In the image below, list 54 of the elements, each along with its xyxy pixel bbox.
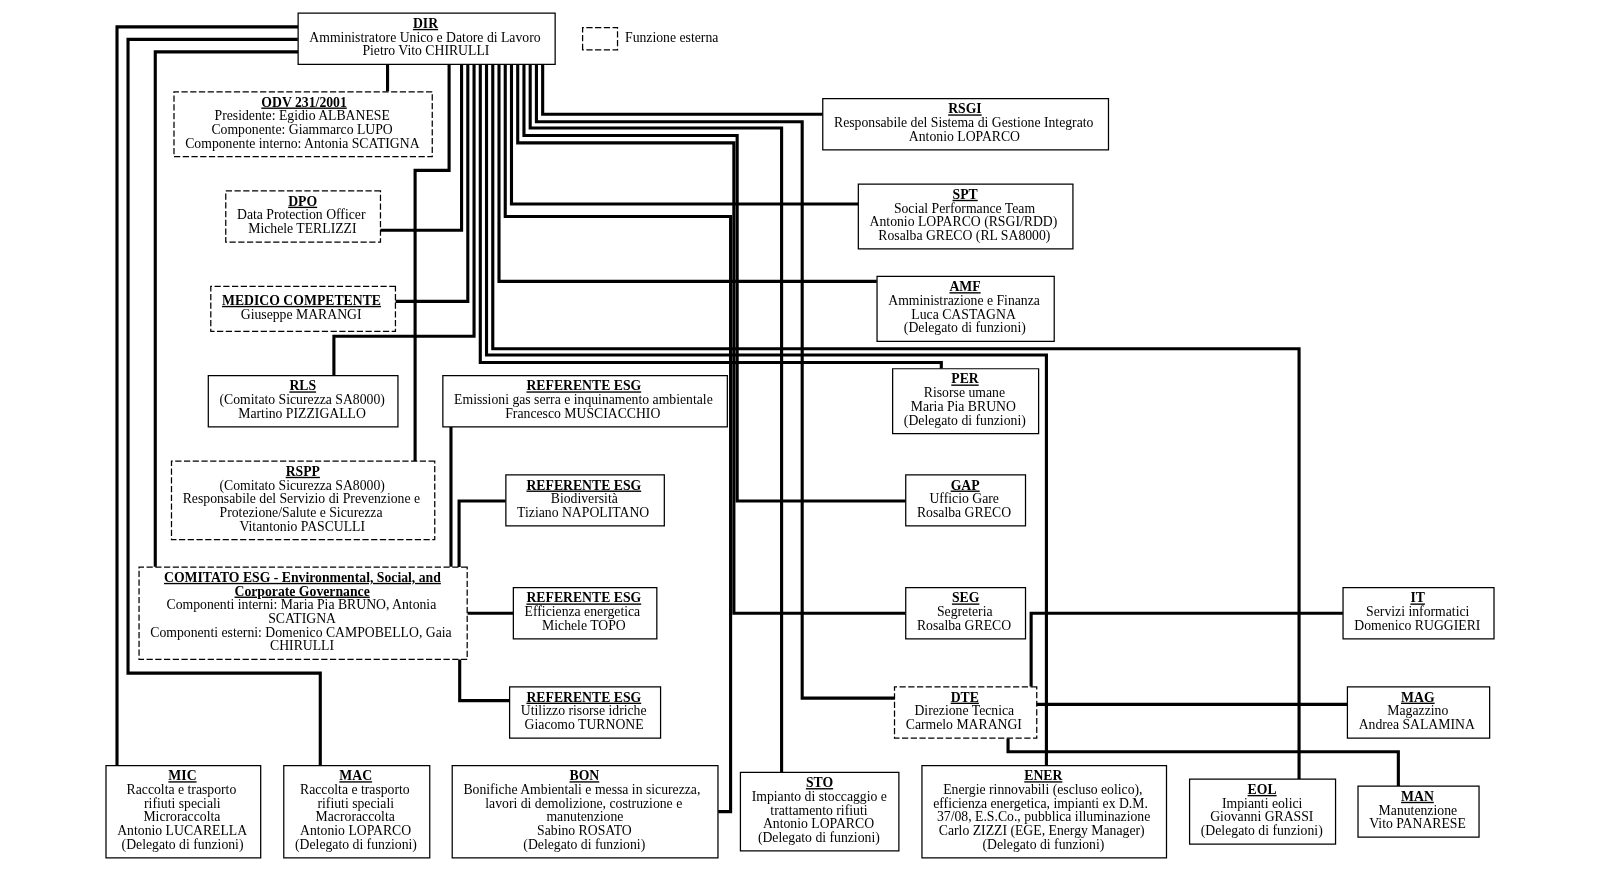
connector [153, 50, 299, 567]
connector [503, 64, 733, 814]
connector [413, 64, 451, 461]
node-box: IT Servizi informatici Domenico RUGGIERI [1342, 587, 1495, 640]
connector [126, 37, 322, 766]
node-box: AMF Amministrazione e Finanza Luca CASTAGNA (Delegato di funzioni) [876, 275, 1055, 342]
node-box: RSPP (Comitato Sicurezza SA8000) Responsabile del Servizio di Prevenzione e Protezione/Salute e Sicurezza Vitantonio PASCULLI [170, 460, 436, 541]
connector [1036, 702, 1348, 706]
node-box: MAN Manutenzione Vito PANARESE [1357, 785, 1480, 838]
node-box: DPO Data Protection Officer Michele TERLIZZI [225, 190, 382, 243]
connector [528, 64, 784, 772]
node-box: ODV 231/2001 Presidente: Egidio ALBANESE Componente: Giammarco LUPO Componente interno: Antonia SCATIGNA [173, 91, 433, 158]
node-box: RLS (Comitato Sicurezza SA8000) Martino PIZZIGALLO [207, 375, 399, 428]
connector [386, 64, 390, 92]
connector [115, 25, 298, 765]
connector [449, 427, 453, 567]
node-box: PER Risorse umane Maria Pia BRUNO (Delegato di funzioni) [892, 368, 1040, 435]
node-box: DTE Direzione Tecnica Carmelo MARANGI [893, 686, 1038, 739]
connector [1006, 738, 1400, 786]
node-box: DIR Amministratore Unico e Datore di Lavoro Pietro Vito CHIRULLI [297, 12, 556, 65]
node-box: REFERENTE ESG Emissioni gas serra e inquinamento ambientale Francesco MUSCIACCHIO [442, 375, 728, 428]
connector [1029, 611, 1343, 687]
node-box: EOL Impianti eolici Giovanni GRASSI (Delegato di funzioni) [1188, 778, 1337, 845]
connector [467, 611, 514, 615]
connector [332, 64, 476, 376]
legend-label: Funzione esterna [625, 30, 719, 46]
node-box: BON Bonifiche Ambientali e messa in sicurezza, lavori di demolizione, costruzione e manutenzione Sabino ROSATO (Delegato di funzioni) [451, 764, 719, 859]
node-box: REFERENTE ESG Biodiversità Tiziano NAPOLITANO [505, 474, 665, 527]
connector [509, 64, 858, 206]
connector [497, 64, 877, 283]
connector [516, 64, 906, 615]
node-box: COMITATO ESG - Environmental, Social, and Corporate Governance Componenti interni: Maria Pia BRUNO, Antonia SCATIGNA Componenti esterni: Domenico CAMPOBELLO, Gaia CHIRULLI [138, 566, 468, 661]
node-box: SEG Segreteria Rosalba GRECO [905, 587, 1027, 640]
connector [534, 64, 895, 700]
node-box: MAG Magazzino Andrea SALAMINA [1346, 686, 1491, 739]
node-box: MEDICO COMPETENTE Giuseppe MARANGI [210, 285, 397, 332]
connector [484, 64, 1048, 766]
node-box: MAC Raccolta e trasporto rifiuti speciali Macroraccolta Antonio LOPARCO (Delegato di funzioni) [283, 764, 431, 859]
connector [458, 659, 510, 703]
connector [380, 64, 464, 232]
connector [478, 64, 943, 370]
node-box: SPT Social Performance Team Antonio LOPARCO (RSGI/RDD) Rosalba GRECO (RL SA8000) [857, 183, 1074, 250]
node-box: REFERENTE ESG Efficienza energetica Michele TOPO [512, 587, 658, 640]
connector [522, 64, 906, 503]
connector [395, 64, 470, 303]
node-box: MIC Raccolta e trasporto rifiuti speciali Microraccolta Antonio LUCARELLA (Delegato di funzioni) [105, 764, 262, 859]
connector [541, 64, 823, 116]
node-box: ENER Energie rinnovabili (escluso eolico), efficienza energetica, impianti ex D.M. 37/08, E.S.Co., pubblica illuminazione Carlo ZIZZI (EGE, Energy Manager) (Delegato di funzioni) [921, 764, 1168, 859]
connector [457, 499, 506, 567]
node-box: REFERENTE ESG Utilizzo risorse idriche Giacomo TURNONE [509, 686, 662, 739]
node-box: STO Impianto di stoccaggio e trattamento rifiuti Antonio LOPARCO (Delegato di funzioni) [739, 771, 900, 852]
node-box: GAP Ufficio Gare Rosalba GRECO [905, 474, 1027, 527]
connector [491, 64, 1301, 780]
node-box: RSGI Responsabile del Sistema di Gestione Integrato Antonio LOPARCO [822, 98, 1110, 151]
